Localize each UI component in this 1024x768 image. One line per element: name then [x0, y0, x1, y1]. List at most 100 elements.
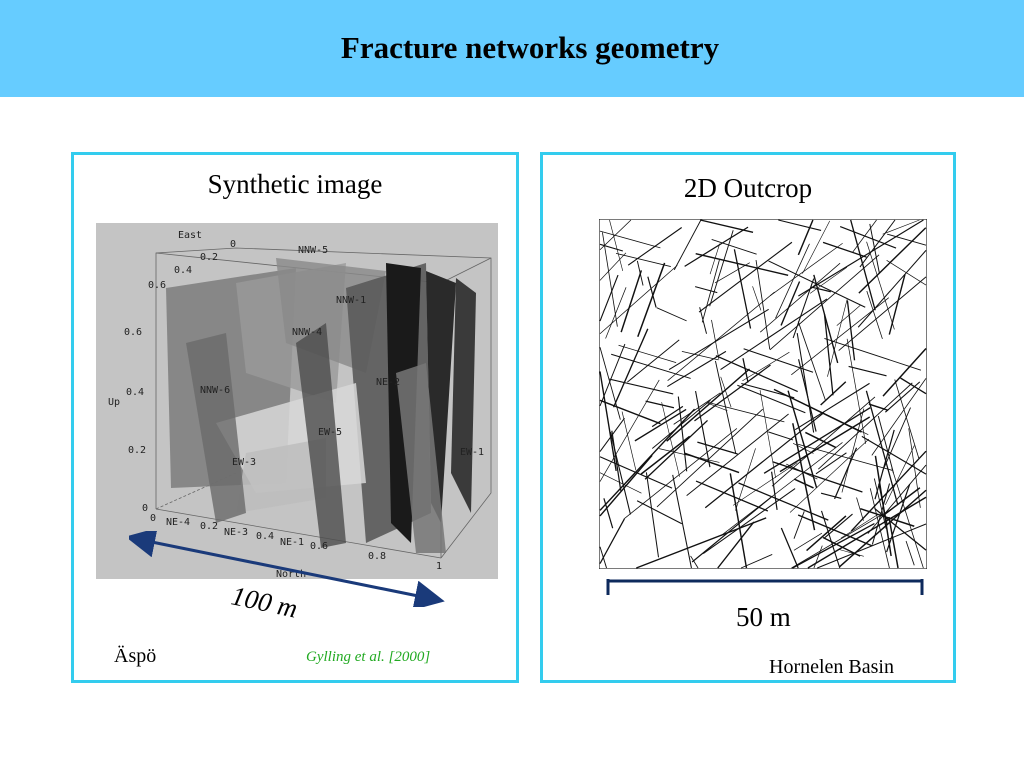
fracture-trace [888, 516, 899, 569]
outcrop-frame [599, 219, 927, 569]
fracture-trace [720, 442, 843, 536]
fracture-trace [715, 355, 798, 393]
fracture-trace [755, 259, 771, 350]
fracture-trace [900, 377, 927, 395]
north-tick: 0 [150, 513, 156, 524]
fracture-trace [695, 390, 711, 468]
zone-label: EW-5 [318, 427, 342, 438]
fracture-trace [778, 219, 822, 231]
fracture-trace [820, 492, 842, 499]
fracture-trace [599, 219, 632, 251]
fracture-trace [720, 298, 828, 371]
axis-up-label: Up [108, 397, 120, 408]
east-tick: 0 [230, 239, 236, 250]
plane-ne-3 [296, 323, 346, 548]
fracture-trace [636, 517, 767, 569]
synthetic-image-panel: Synthetic image East U [71, 152, 519, 683]
plane-ew-1 [451, 278, 476, 513]
fracture-trace [792, 278, 815, 339]
fracture-trace [691, 496, 772, 563]
north-tick: 0.2 [200, 521, 218, 532]
fracture-trace [797, 219, 814, 256]
synthetic-image-title: Synthetic image [207, 169, 383, 199]
outcrop-fracture-map [599, 219, 927, 569]
fracture-trace [609, 219, 624, 272]
fracture-trace [852, 219, 877, 253]
fracture-trace [840, 513, 879, 539]
fracture-trace [793, 511, 805, 539]
fracture-trace [759, 389, 776, 478]
fracture-trace [885, 445, 915, 506]
fracture-trace [700, 219, 754, 233]
fracture-planes [166, 258, 476, 553]
fracture-trace [711, 319, 720, 360]
fracture-trace [733, 249, 752, 329]
fracture-trace [797, 443, 893, 471]
up-tick: 0.6 [124, 327, 142, 338]
outcrop-title: 2D Outcrop [683, 173, 813, 203]
fracture-trace [738, 482, 829, 521]
fracture-trace [887, 233, 927, 246]
fracture-trace [817, 382, 913, 470]
fracture-trace [850, 219, 876, 311]
fracture-trace [627, 339, 680, 383]
fracture-trace [605, 287, 627, 339]
fracture-trace [611, 353, 691, 379]
fracture-trace [684, 226, 749, 267]
fracture-trace [618, 344, 677, 363]
fracture-trace [797, 514, 873, 547]
fracture-trace [869, 223, 880, 274]
fracture-trace [797, 321, 826, 400]
fracture-trace [707, 401, 785, 423]
fracture-trace [759, 262, 841, 333]
fracture-trace [667, 291, 775, 381]
fracture-trace [791, 509, 891, 569]
fracture-trace [780, 281, 801, 326]
header-bar: Fracture networks geometry [0, 0, 1024, 97]
fracture-trace [827, 299, 848, 377]
fracture-trace [873, 478, 887, 530]
fracture-trace [599, 230, 661, 249]
fracture-trace [615, 252, 671, 267]
fracture-trace [877, 415, 894, 474]
fracture-trace [802, 220, 831, 274]
fracture-trace [634, 408, 687, 442]
fracture-trace [599, 456, 673, 489]
fracture-trace [729, 473, 748, 569]
fracture-trace [612, 328, 649, 408]
fracture-trace [806, 515, 847, 552]
fracture-trace [905, 540, 915, 566]
scale-bar [606, 579, 924, 595]
fracture-trace [856, 497, 864, 521]
fracture-trace [810, 286, 831, 293]
fracture-trace [599, 379, 660, 482]
fracture-trace [769, 242, 843, 297]
fracture-trace [611, 430, 622, 491]
location-label-aspo: Äspö [114, 645, 157, 667]
fracture-trace [763, 407, 871, 474]
fracture-trace [690, 555, 699, 569]
citation-label: Gylling et al. [2000] [306, 649, 431, 665]
plane-ew-3 [236, 438, 326, 513]
fracture-trace [848, 365, 887, 377]
fracture-trace [888, 274, 906, 335]
fracture-trace [797, 359, 817, 432]
fracture-trace [599, 265, 678, 335]
fracture-trace [603, 498, 614, 529]
fracture-trace [793, 478, 814, 489]
fracture-trace [741, 382, 795, 399]
zone-label: NNW-6 [200, 385, 230, 396]
fracture-trace [841, 408, 865, 493]
fracture-trace [809, 266, 848, 294]
fracture-trace [886, 484, 911, 553]
east-tick: 0.6 [148, 280, 166, 291]
fracture-lines [599, 219, 927, 569]
fracture-trace [894, 379, 920, 459]
fracture-trace [768, 260, 866, 308]
fracture-trace [711, 239, 757, 255]
fracture-trace [874, 429, 895, 500]
fracture-trace [599, 399, 661, 425]
plane-ne-1 [396, 363, 446, 553]
fracture-trace [857, 250, 927, 328]
fracture-trace [656, 307, 687, 322]
